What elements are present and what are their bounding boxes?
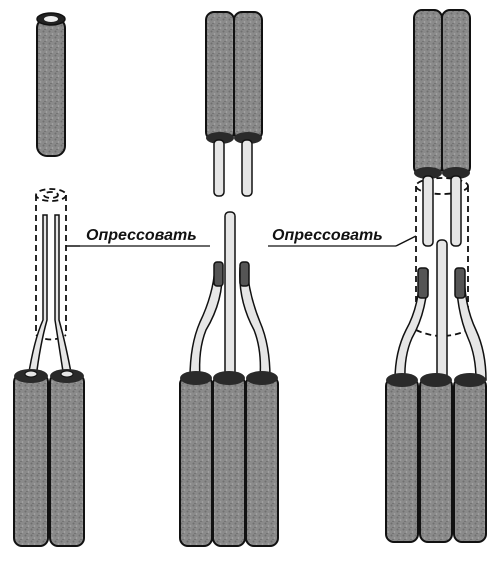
crimp-label: Опрессовать bbox=[86, 227, 197, 244]
crimp-label: Опрессовать bbox=[272, 227, 383, 244]
cable-right bbox=[49, 369, 85, 547]
sleeve-outline-dashed bbox=[35, 188, 67, 341]
two-core-cable-top bbox=[205, 11, 263, 197]
middle-assembly bbox=[179, 11, 279, 547]
right-assembly: Опрессовать bbox=[268, 9, 487, 543]
two-core-cable-top-right bbox=[413, 9, 471, 179]
exposed-wires-right bbox=[394, 175, 487, 383]
center-conductor bbox=[224, 211, 236, 383]
crimp-callout-right: Опрессовать bbox=[268, 227, 417, 247]
crimp-sleeve bbox=[36, 12, 66, 157]
cable-left bbox=[13, 369, 49, 547]
cable-middle-right bbox=[245, 371, 279, 547]
cable-middle-left bbox=[179, 371, 213, 547]
cable-right-center bbox=[419, 373, 453, 543]
cable-middle-center bbox=[212, 371, 246, 547]
left-assembly: Опрессовать bbox=[13, 12, 210, 547]
cable-right-right bbox=[453, 373, 487, 543]
cable-right-left bbox=[385, 373, 419, 543]
crimp-callout-left: Опрессовать bbox=[66, 227, 210, 247]
